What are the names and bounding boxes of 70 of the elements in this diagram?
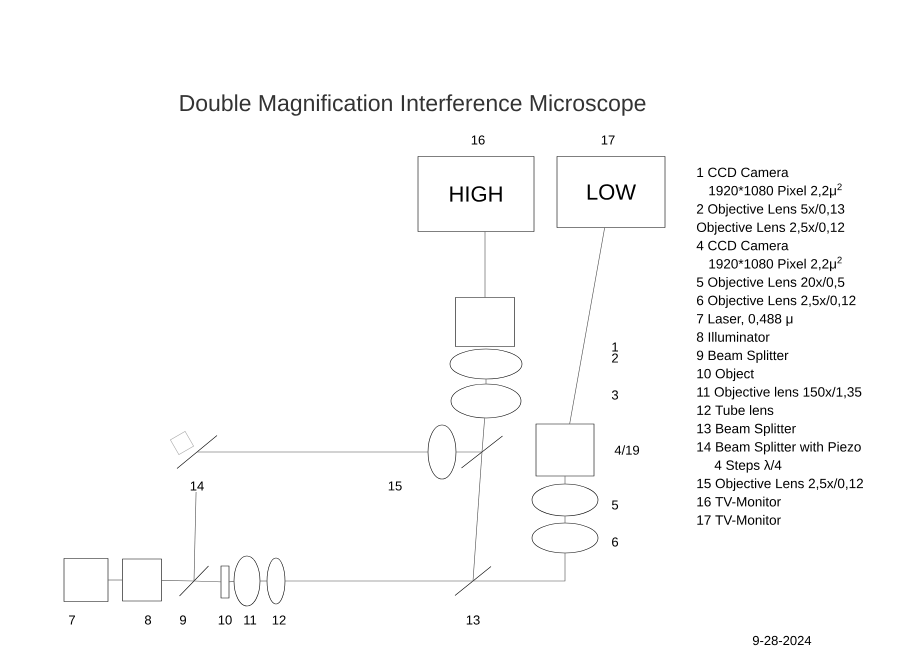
title: Double Magnification Interference Microscope — [180, 94, 646, 116]
parts-list-item: 12 Tube lens — [697, 405, 774, 416]
parts-list-item: 14 Beam Splitter with Piezo — [697, 442, 861, 454]
callout-number: 13 — [466, 615, 480, 625]
beam-line — [472, 553, 566, 582]
beam-splitter — [461, 436, 503, 468]
parts-list-item: 1 CCD Camera — [697, 168, 789, 178]
component-box — [64, 558, 108, 602]
beam-line — [194, 492, 196, 582]
callout-number: 5 — [612, 500, 618, 510]
beam-line — [564, 516, 566, 523]
parts-list-item: 13 Beam Splitter — [697, 423, 796, 436]
callout-number: 2 — [612, 353, 618, 363]
callout-number: 6 — [612, 537, 618, 547]
callout-number: 11 — [244, 616, 256, 624]
parts-list-item: 9 Beam Splitter — [696, 350, 788, 363]
beam-line — [484, 232, 486, 298]
lens — [266, 558, 286, 604]
parts-list-item: 6 Objective Lens 2,5x/0,12 — [697, 295, 856, 308]
monitor-box: HIGH — [418, 156, 534, 232]
parts-list-item: 1920*1080 Pixel 2,2μ$^{2}$ — [709, 256, 842, 272]
lens — [532, 484, 598, 516]
beam-splitter — [454, 566, 492, 596]
date-label: 9-28-2024 — [752, 636, 812, 646]
callout-number: 12 — [272, 615, 286, 625]
parts-list-item: 11 Objective lens 150x/1,35 — [697, 386, 862, 400]
lens — [428, 424, 456, 480]
callout-number: 14 — [190, 482, 204, 490]
callout-number: 17 — [602, 136, 615, 144]
beam-splitter — [176, 435, 218, 469]
lens — [234, 556, 260, 606]
beam-line — [162, 580, 194, 582]
callout-number: 15 — [388, 481, 402, 491]
monitor-box: LOW — [556, 156, 666, 228]
beam-splitter — [179, 566, 209, 596]
callout-number: 9 — [180, 615, 186, 625]
parts-list-item: 15 Objective Lens 2,5x/0,12 — [697, 478, 863, 491]
callout-number: 8 — [144, 615, 152, 625]
beam-line — [564, 476, 566, 484]
beam-line — [260, 580, 267, 582]
beam-line — [482, 418, 485, 452]
callout-number: 4/19 — [614, 445, 640, 455]
parts-list-item: 17 TV-Monitor — [697, 514, 781, 525]
parts-list-item: 16 TV-Monitor — [697, 496, 781, 507]
parts-list-item: 10 Object — [697, 368, 754, 382]
parts-list-item: 7 Laser, 0,488 μ — [697, 314, 792, 326]
parts-list-item: 2 Objective Lens 5x/0,13 — [696, 204, 844, 216]
callout-number: 7 — [69, 616, 75, 624]
beam-line — [569, 228, 605, 424]
callout-number: 10 — [218, 615, 232, 625]
beam-line — [229, 581, 234, 582]
beam-line — [194, 580, 221, 582]
beam-line — [285, 580, 474, 582]
parts-list-item: 1920*1080 Pixel 2,2μ$^{2}$ — [709, 183, 842, 198]
parts-list-item: Objective Lens 2,5x/0,12 — [696, 222, 844, 235]
parts-list-item: 5 Objective Lens 20x/0,5 — [696, 277, 844, 290]
component-box — [122, 558, 162, 602]
lens — [450, 348, 522, 380]
callout-number: 3 — [612, 390, 618, 400]
component-box — [455, 297, 515, 347]
parts-list-item: 4 Steps λ/4 — [714, 460, 782, 473]
beam-line — [472, 452, 482, 582]
parts-list-item: 8 Illuminator — [696, 332, 770, 342]
callout-number: 16 — [472, 135, 485, 145]
lens — [450, 384, 522, 418]
parts-list-item: 4 CCD Camera — [696, 240, 789, 250]
component-box — [536, 424, 594, 476]
lens — [532, 522, 598, 554]
component-box — [220, 566, 230, 598]
callout-number: 1 — [612, 342, 618, 352]
